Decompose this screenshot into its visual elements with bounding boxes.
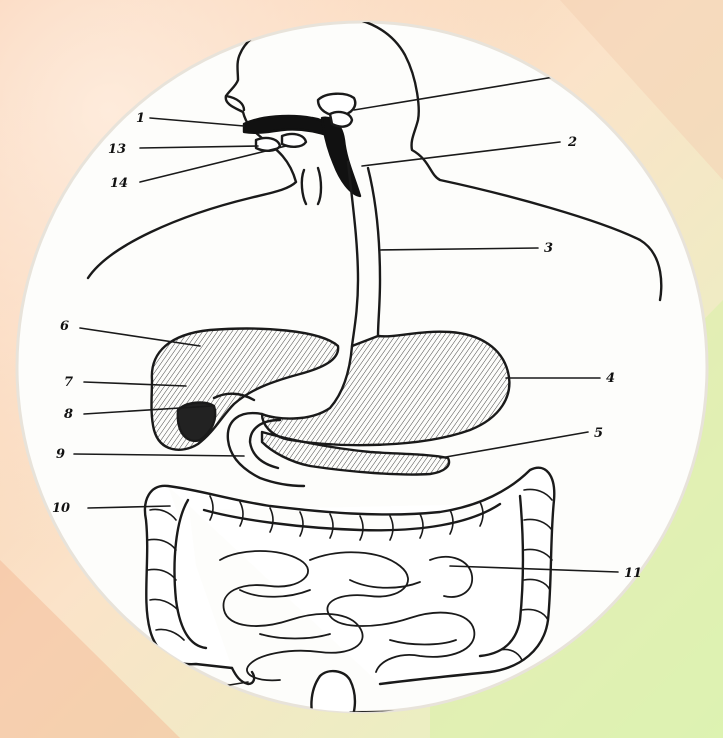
- label-7: 7: [64, 375, 73, 390]
- parotid-gland-lower: [330, 112, 352, 127]
- label-5: 5: [594, 426, 603, 441]
- label-14: 14: [110, 176, 128, 191]
- submandibular-gland: [282, 134, 306, 147]
- label-11: 11: [624, 566, 642, 581]
- label-1: 1: [136, 111, 145, 126]
- label-6: 6: [60, 319, 69, 334]
- label-9: 9: [56, 447, 65, 462]
- rectum: [311, 671, 355, 730]
- label-4: 4: [606, 371, 615, 386]
- label-8: 8: [64, 407, 73, 422]
- label-10: 10: [52, 501, 70, 516]
- label-2: 2: [567, 135, 577, 150]
- label-3: 3: [544, 241, 553, 256]
- label-13: 13: [108, 142, 126, 157]
